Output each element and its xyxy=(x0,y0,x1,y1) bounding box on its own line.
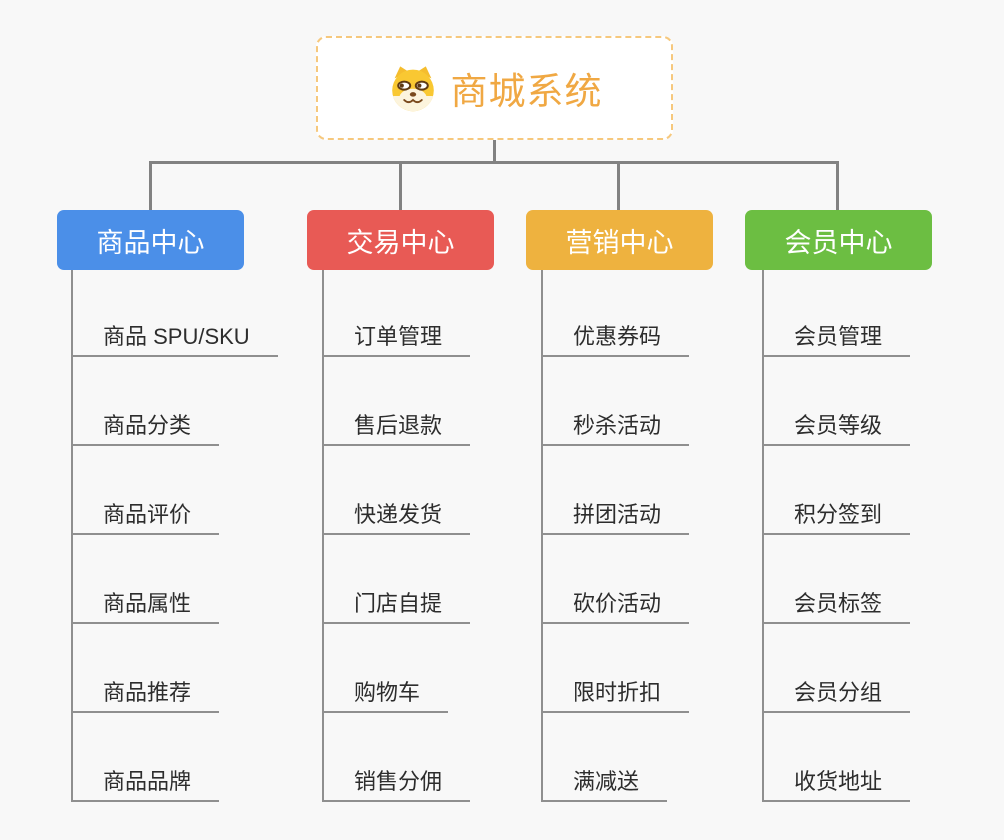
connector-branch-2-spine xyxy=(322,270,324,802)
connector-branch-4-spine xyxy=(762,270,764,802)
branch-node-product-center[interactable]: 商品中心 xyxy=(57,210,244,270)
leaf-item[interactable]: 订单管理 xyxy=(322,323,471,357)
leaf-item[interactable]: 售后退款 xyxy=(322,412,471,446)
leaf-item[interactable]: 商品品牌 xyxy=(71,768,220,802)
connector-drop-branch-4 xyxy=(836,161,839,210)
leaf-item[interactable]: 商品推荐 xyxy=(71,679,220,713)
leaf-item[interactable]: 会员标签 xyxy=(762,590,911,624)
connector-drop-branch-2 xyxy=(399,161,402,210)
leaf-item[interactable]: 商品分类 xyxy=(71,412,220,446)
connector-drop-branch-1 xyxy=(149,161,152,210)
branch-node-trade-center[interactable]: 交易中心 xyxy=(307,210,494,270)
leaf-item[interactable]: 秒杀活动 xyxy=(541,412,690,446)
leaf-item[interactable]: 商品 SPU/SKU xyxy=(71,323,278,357)
leaf-item[interactable]: 会员分组 xyxy=(762,679,911,713)
leaf-item[interactable]: 砍价活动 xyxy=(541,590,690,624)
leaf-item[interactable]: 会员等级 xyxy=(762,412,911,446)
leaf-item[interactable]: 商品评价 xyxy=(71,501,220,535)
root-node[interactable]: 商城系统 xyxy=(316,36,673,140)
branch-node-member-center[interactable]: 会员中心 xyxy=(745,210,932,270)
leaf-item[interactable]: 销售分佣 xyxy=(322,768,471,802)
connector-branch-1-spine xyxy=(71,270,73,802)
leaf-item[interactable]: 满减送 xyxy=(541,768,668,802)
connector-drop-branch-3 xyxy=(617,161,620,210)
connector-horizontal-bar xyxy=(149,161,839,164)
leaf-item[interactable]: 优惠券码 xyxy=(541,323,690,357)
connector-root-stem xyxy=(493,140,496,164)
leaf-item[interactable]: 积分签到 xyxy=(762,501,911,535)
connector-branch-3-spine xyxy=(541,270,543,802)
leaf-item[interactable]: 快递发货 xyxy=(322,501,471,535)
leaf-item[interactable]: 限时折扣 xyxy=(541,679,690,713)
leaf-item[interactable]: 商品属性 xyxy=(71,590,220,624)
leaf-item[interactable]: 门店自提 xyxy=(322,590,471,624)
leaf-item[interactable]: 会员管理 xyxy=(762,323,911,357)
leaf-item[interactable]: 购物车 xyxy=(322,679,449,713)
leaf-item[interactable]: 拼团活动 xyxy=(541,501,690,535)
branch-node-marketing-center[interactable]: 营销中心 xyxy=(526,210,713,270)
dog-face-icon xyxy=(387,64,439,112)
root-title: 商城系统 xyxy=(450,71,603,112)
leaf-item[interactable]: 收货地址 xyxy=(762,768,911,802)
